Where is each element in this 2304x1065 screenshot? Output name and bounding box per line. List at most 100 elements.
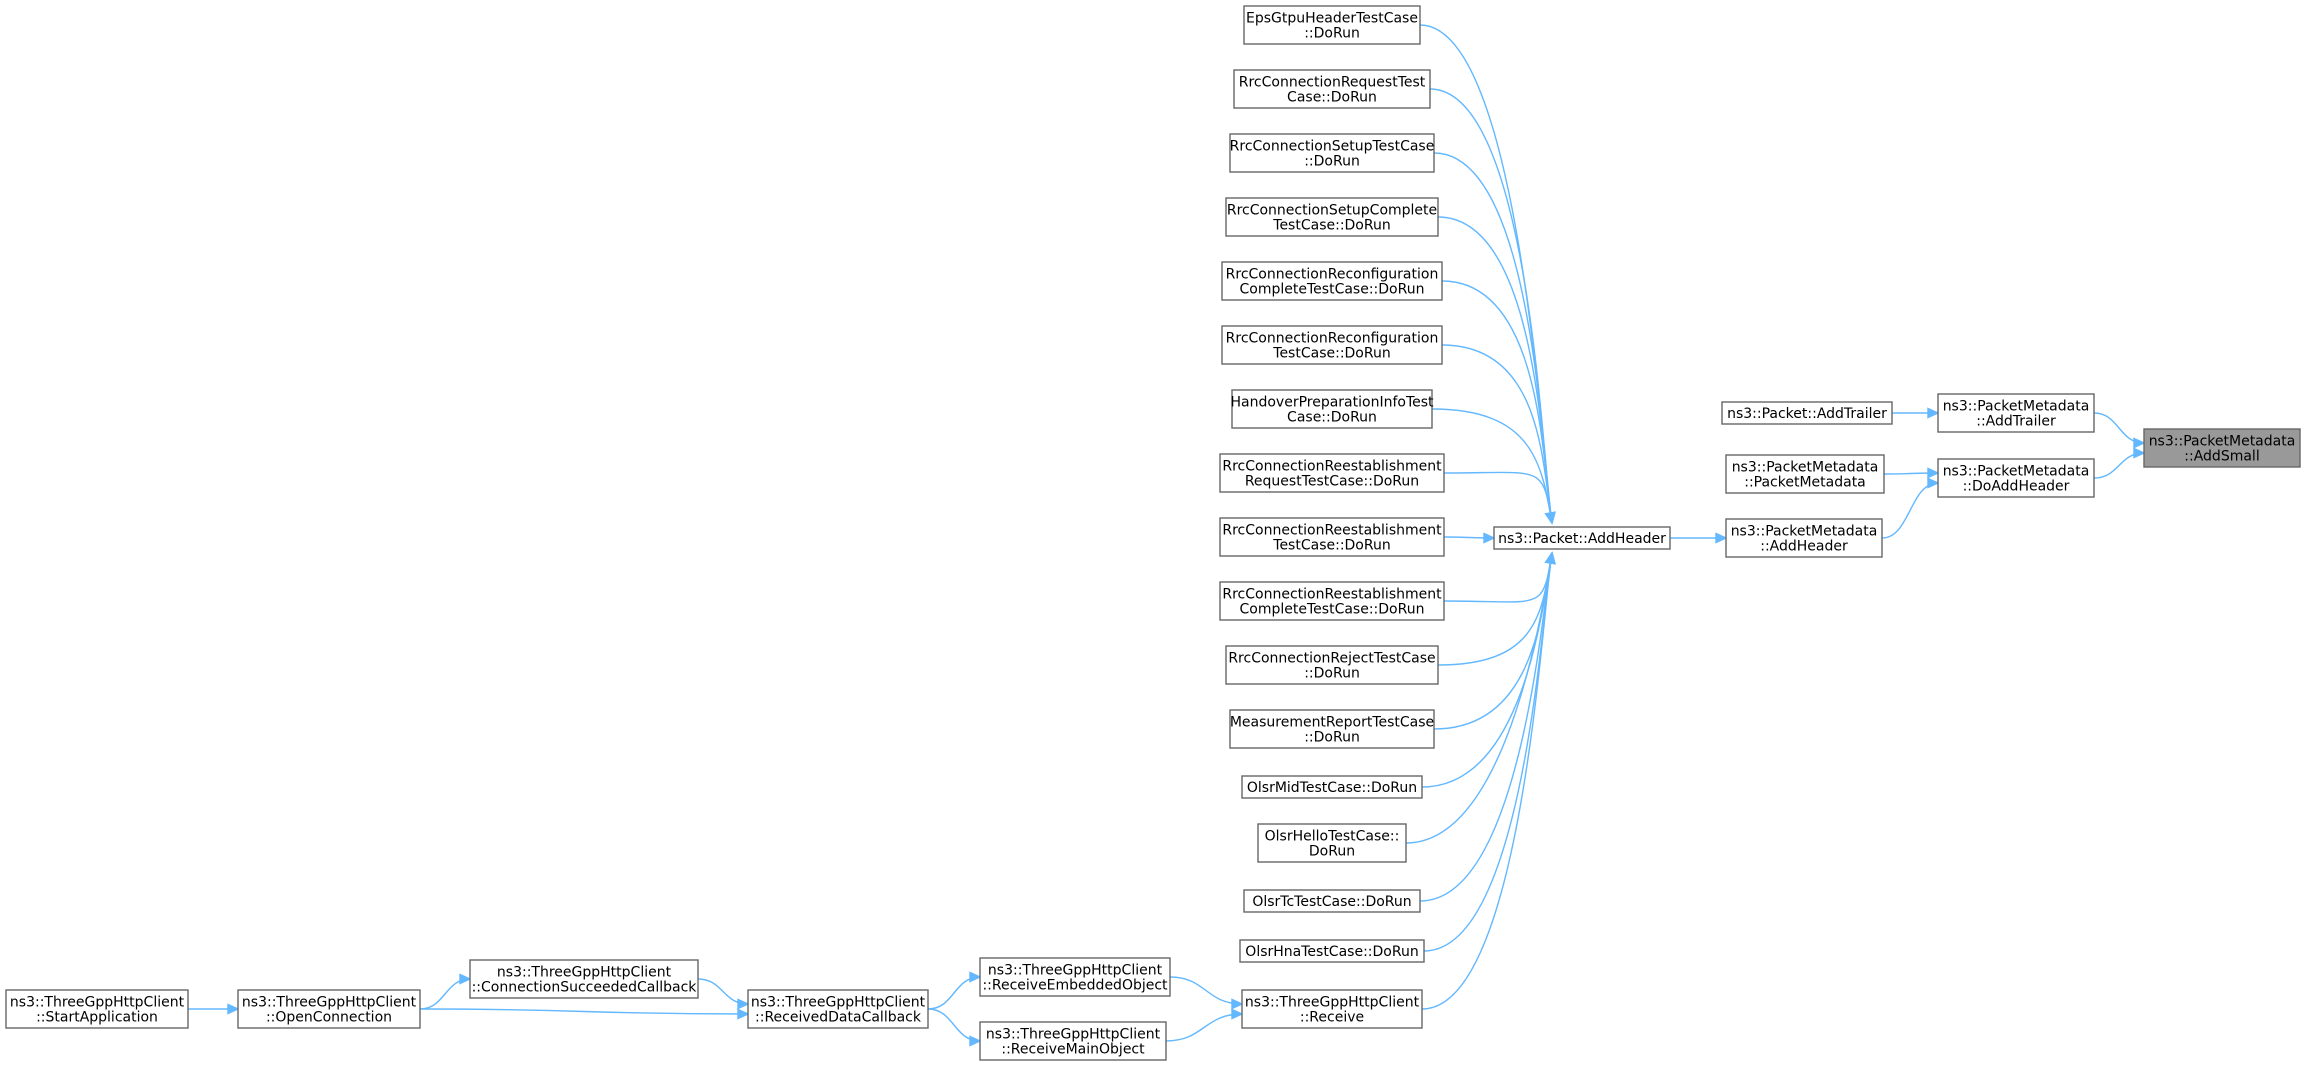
node-label: ns3::ThreeGppHttpClient [10, 995, 185, 1011]
edge-rrc-reest-req-to-packet-addheader [1443, 471, 1556, 525]
node-http-start[interactable]: ns3::ThreeGppHttpClient::StartApplicatio… [5, 989, 189, 1029]
edge-packet-addheader-to-pm-addheader [1670, 532, 1728, 544]
node-box [1225, 197, 1439, 237]
node-olsr-tc[interactable]: OlsrTcTestCase::DoRun [1243, 889, 1421, 913]
edge-rrc-reest-to-packet-addheader [1443, 532, 1496, 544]
node-box [1221, 325, 1443, 365]
node-rrc-reest-complete[interactable]: RrcConnectionReestablishmentCompleteTest… [1219, 581, 1445, 621]
node-box [1257, 823, 1407, 863]
node-box [1721, 401, 1893, 425]
node-eps[interactable]: EpsGtpuHeaderTestCase::DoRun [1243, 5, 1421, 45]
edge-arrowhead [1927, 407, 1940, 419]
edge-rrc-reest-complete-to-packet-addheader [1443, 551, 1556, 603]
node-label: RrcConnectionReestablishment [1222, 523, 1442, 539]
edge-arrowhead [459, 973, 472, 985]
node-box [1231, 389, 1433, 429]
edge-http-conn-succeeded-to-http-received-data [697, 978, 750, 1010]
node-http-received-data[interactable]: ns3::ThreeGppHttpClient::ReceivedDataCal… [747, 989, 929, 1029]
node-rrc-reconf[interactable]: RrcConnectionReconfigurationTestCase::Do… [1221, 325, 1443, 365]
node-label: Case::DoRun [1287, 410, 1377, 426]
node-label: DoRun [1309, 844, 1355, 860]
edge-line [419, 1008, 749, 1015]
node-rrc-reest[interactable]: RrcConnectionReestablishmentTestCase::Do… [1219, 517, 1445, 557]
nodes-layer: ns3::PacketMetadata::AddSmallns3::Packet… [5, 5, 2301, 1061]
node-packet-addheader[interactable]: ns3::Packet::AddHeader [1493, 526, 1671, 550]
node-label: ::StartApplication [36, 1010, 158, 1026]
node-olsr-hello[interactable]: OlsrHelloTestCase::DoRun [1257, 823, 1407, 863]
node-box [5, 989, 189, 1029]
node-olsr-hna[interactable]: OlsrHnaTestCase::DoRun [1239, 939, 1425, 963]
node-box [747, 989, 929, 1029]
node-label: ns3::PacketMetadata [1732, 460, 1879, 476]
edge-pm-addtrailer-to-addsmall [2093, 412, 2146, 449]
node-label: CompleteTestCase::DoRun [1240, 282, 1425, 298]
edge-meas-to-packet-addheader [1433, 551, 1556, 730]
node-label: ::PacketMetadata [1744, 475, 1866, 491]
node-olsr-mid[interactable]: OlsrMidTestCase::DoRun [1241, 775, 1423, 799]
node-pm-addtrailer[interactable]: ns3::PacketMetadata::AddTrailer [1937, 393, 2095, 433]
node-label: RequestTestCase::DoRun [1245, 474, 1419, 490]
node-box [1221, 261, 1443, 301]
node-box [1239, 939, 1425, 963]
node-label: CompleteTestCase::DoRun [1240, 602, 1425, 618]
edge-rrc-reject-to-packet-addheader [1437, 551, 1556, 666]
edge-line [1441, 344, 1553, 524]
node-label: OlsrHnaTestCase::DoRun [1245, 944, 1418, 960]
node-http-open[interactable]: ns3::ThreeGppHttpClient::OpenConnection [237, 989, 421, 1029]
node-http-conn-succeeded[interactable]: ns3::ThreeGppHttpClient::ConnectionSucce… [469, 959, 699, 999]
node-label: HandoverPreparationInfoTest [1230, 395, 1434, 411]
node-packet-addtrailer[interactable]: ns3::Packet::AddTrailer [1721, 401, 1893, 425]
edge-line [1441, 280, 1553, 524]
edge-line [927, 1008, 981, 1042]
node-label: ::DoAddHeader [1963, 479, 2070, 495]
node-pm-ctor[interactable]: ns3::PacketMetadata::PacketMetadata [1725, 454, 1885, 494]
node-http-receive[interactable]: ns3::ThreeGppHttpClient::Receive [1241, 989, 1423, 1029]
node-label: TestCase::DoRun [1272, 346, 1390, 362]
node-label: ns3::PacketMetadata [1731, 524, 1878, 540]
node-label: RrcConnectionRejectTestCase [1228, 651, 1435, 667]
node-pm-doaddheader[interactable]: ns3::PacketMetadata::DoAddHeader [1937, 458, 2095, 498]
node-label: ns3::PacketMetadata [1943, 464, 2090, 480]
edge-arrowhead [1544, 511, 1556, 525]
node-label: RrcConnectionReestablishment [1222, 459, 1442, 475]
edges-layer [187, 24, 2146, 1047]
node-label: RrcConnectionReestablishment [1222, 587, 1442, 603]
edge-arrowhead [737, 998, 750, 1010]
node-rrc-reconf-complete[interactable]: RrcConnectionReconfigurationCompleteTest… [1221, 261, 1443, 301]
edge-http-received-data-to-http-recv-main [927, 1008, 982, 1047]
node-box [2143, 428, 2301, 468]
node-rrc-reject[interactable]: RrcConnectionRejectTestCase::DoRun [1225, 645, 1439, 685]
node-label: ::ReceiveMainObject [1001, 1042, 1145, 1058]
edge-rrc-setup-to-packet-addheader [1433, 152, 1556, 525]
edge-line [1169, 976, 1243, 1005]
node-label: RrcConnectionSetupComplete [1227, 203, 1437, 219]
node-pm-addheader[interactable]: ns3::PacketMetadata::AddHeader [1725, 518, 1883, 558]
node-label: ns3::ThreeGppHttpClient [1245, 995, 1420, 1011]
edge-arrowhead [1927, 477, 1940, 489]
node-label: ::ConnectionSucceededCallback [472, 980, 698, 996]
node-rrc-reest-req[interactable]: RrcConnectionReestablishmentRequestTestC… [1219, 453, 1445, 493]
node-label: MeasurementReportTestCase [1230, 715, 1434, 731]
node-label: TestCase::DoRun [1272, 538, 1390, 554]
node-box [1937, 458, 2095, 498]
node-meas[interactable]: MeasurementReportTestCase::DoRun [1229, 709, 1435, 749]
node-rrc-setup-complete[interactable]: RrcConnectionSetupCompleteTestCase::DoRu… [1225, 197, 1439, 237]
node-box [237, 989, 421, 1029]
node-rrc-setup[interactable]: RrcConnectionSetupTestCase::DoRun [1229, 133, 1435, 173]
node-label: OlsrHelloTestCase:: [1265, 829, 1400, 845]
edge-line [1431, 408, 1553, 524]
node-http-recv-embedded[interactable]: ns3::ThreeGppHttpClient::ReceiveEmbedded… [979, 957, 1171, 997]
edge-arrowhead [1231, 998, 1244, 1010]
edge-line [1433, 152, 1553, 524]
edge-line [419, 978, 471, 1010]
edge-line [1405, 552, 1553, 844]
edge-line [1881, 482, 1939, 539]
node-label: TestCase::DoRun [1272, 218, 1390, 234]
edge-http-open-to-http-received-data [419, 1008, 750, 1020]
node-box [1241, 989, 1423, 1029]
node-label: ns3::ThreeGppHttpClient [751, 995, 926, 1011]
node-http-recv-main[interactable]: ns3::ThreeGppHttpClient::ReceiveMainObje… [979, 1021, 1167, 1061]
